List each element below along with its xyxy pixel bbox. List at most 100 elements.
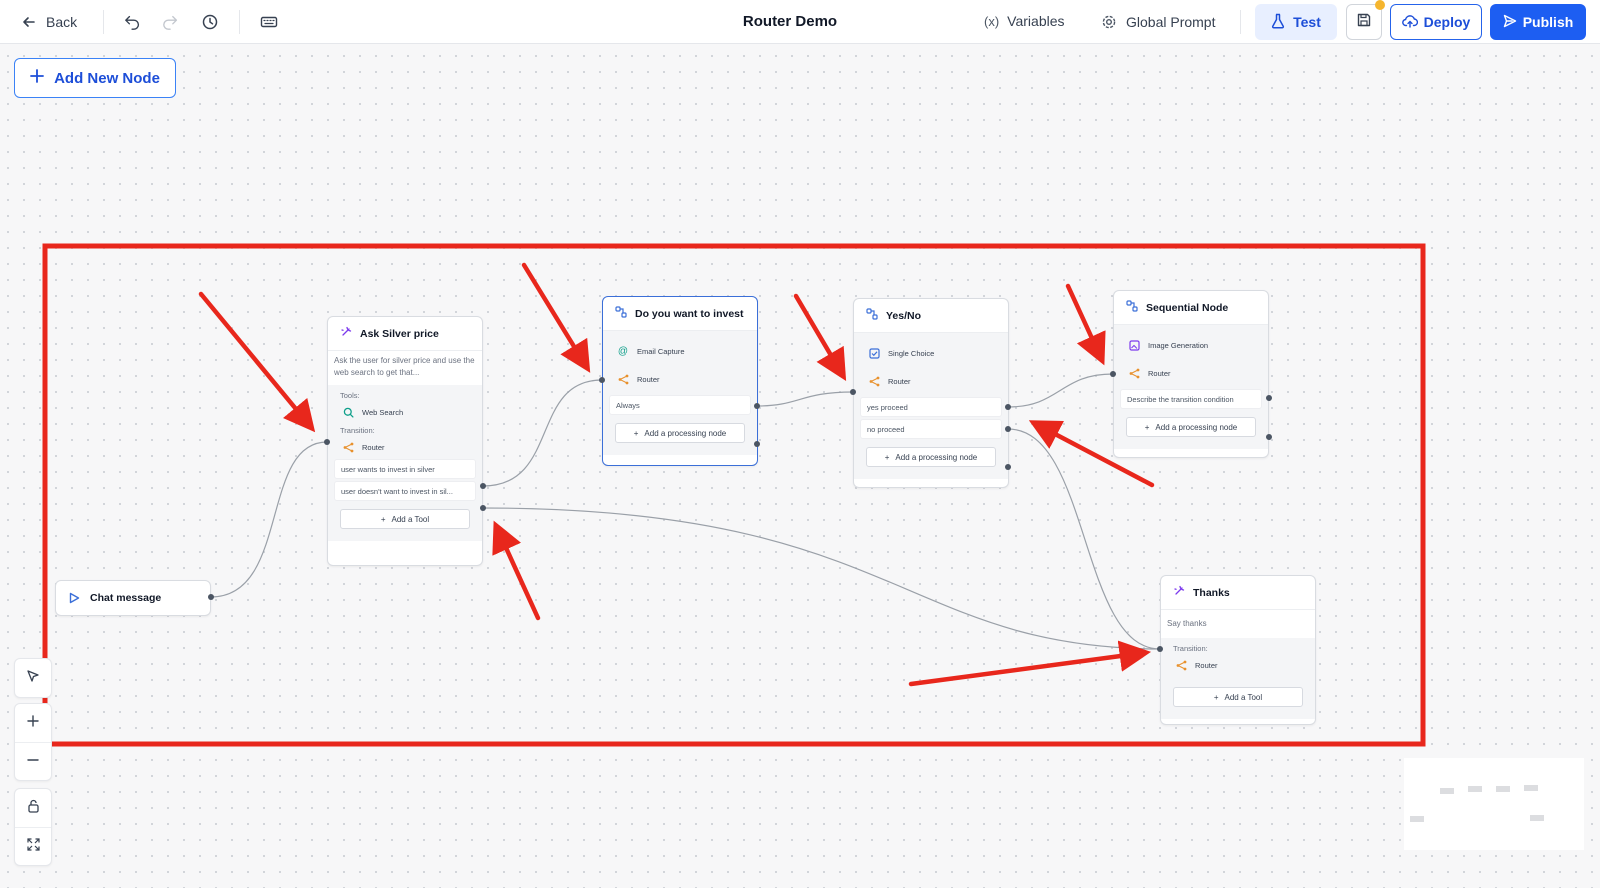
node-title: Thanks	[1193, 586, 1230, 599]
minimap-node	[1530, 815, 1544, 821]
annotation-highlight-box	[42, 243, 1426, 747]
handle-dot	[1110, 371, 1116, 377]
workflow-icon	[1126, 300, 1138, 315]
expand-icon	[26, 837, 40, 856]
condition-item[interactable]: yes proceed	[860, 397, 1002, 417]
send-icon	[1503, 14, 1517, 31]
pointer-button[interactable]	[15, 659, 51, 697]
router-icon	[1175, 659, 1187, 671]
save-button[interactable]	[1346, 0, 1385, 40]
plus-icon: +	[1144, 422, 1150, 432]
zoom-in-button[interactable]	[15, 704, 51, 742]
node-title: Ask Silver price	[360, 327, 439, 340]
sparkle-icon	[340, 326, 352, 341]
undo-icon[interactable]	[124, 13, 142, 31]
add-new-node-label: Add New Node	[54, 69, 160, 87]
handle-dot	[850, 389, 856, 395]
node-title: Do you want to invest	[635, 307, 744, 320]
lock-icon	[27, 799, 40, 818]
add-tool-label: Add a Tool	[1224, 692, 1263, 702]
divider	[239, 10, 240, 34]
add-processing-node-button[interactable]: + Add a processing node	[1126, 417, 1256, 437]
publish-label: Publish	[1522, 14, 1574, 30]
edge-ask-to-thanks	[482, 507, 1161, 650]
minimap-node	[1524, 785, 1538, 791]
condition-item[interactable]: user doesn't want to invest in sil...	[334, 481, 476, 501]
back-label: Back	[46, 14, 78, 30]
condition-item[interactable]: Describe the transition condition	[1120, 389, 1262, 409]
condition-item[interactable]: user wants to invest in silver	[334, 459, 476, 479]
router-item[interactable]: Router	[860, 367, 1002, 395]
history-icon[interactable]	[201, 13, 219, 31]
fit-view-button[interactable]	[15, 827, 51, 865]
annotation-arrow	[198, 291, 316, 433]
global-prompt-label: Global Prompt	[1126, 14, 1216, 30]
router-item[interactable]: Router	[1167, 655, 1309, 675]
transition-label: Transition:	[1173, 644, 1208, 653]
minimap-node	[1440, 788, 1454, 794]
add-tool-button[interactable]: + Add a Tool	[340, 509, 470, 529]
divider	[103, 10, 104, 34]
minimap[interactable]	[1404, 758, 1584, 850]
do-you-want-to-invest-node[interactable]: Do you want to invest @ Email Capture Ro…	[602, 296, 758, 466]
add-processing-node-button[interactable]: + Add a processing node	[615, 423, 745, 443]
tools-label: Tools:	[340, 391, 360, 400]
save-icon	[1356, 12, 1372, 33]
router-item[interactable]: Router	[609, 365, 751, 393]
zoom-out-button[interactable]	[15, 742, 51, 780]
edge-invest-to-yesno	[756, 391, 854, 407]
condition-item[interactable]: Always	[609, 395, 751, 415]
transition-label: Transition:	[340, 426, 375, 435]
handle-dot	[1266, 395, 1272, 401]
processing-item[interactable]: Image Generation	[1120, 331, 1262, 359]
checkbox-icon	[868, 347, 880, 359]
add-tool-button[interactable]: + Add a Tool	[1173, 687, 1303, 707]
handle-dot	[1266, 434, 1272, 440]
variables-label: Variables	[1007, 13, 1065, 29]
deploy-button[interactable]: Deploy	[1390, 4, 1482, 40]
handle-dot	[754, 441, 760, 447]
handle-dot	[1005, 404, 1011, 410]
chat-message-node[interactable]: Chat message	[55, 580, 211, 616]
handle-dot	[599, 377, 605, 383]
add-processing-node-button[interactable]: + Add a processing node	[866, 447, 996, 467]
processing-item[interactable]: @ Email Capture	[609, 337, 751, 365]
processing-item[interactable]: Single Choice	[860, 339, 1002, 367]
variables-button[interactable]: (x) Variables	[984, 13, 1065, 29]
redo-icon[interactable]	[162, 13, 180, 31]
node-title: Chat message	[90, 592, 162, 604]
thanks-node[interactable]: Thanks Say thanks Transition: Router + A…	[1160, 575, 1316, 725]
annotation-arrow	[793, 293, 847, 381]
minimap-node	[1468, 786, 1482, 792]
condition-item[interactable]: no proceed	[860, 419, 1002, 439]
workflow-icon	[866, 308, 878, 323]
tool-item[interactable]: Web Search	[334, 402, 476, 422]
handle-dot	[480, 505, 486, 511]
keyboard-icon[interactable]	[260, 13, 278, 31]
global-prompt-button[interactable]: Global Prompt	[1100, 13, 1215, 31]
test-button[interactable]: Test	[1255, 4, 1337, 40]
cursor-icon	[26, 669, 40, 688]
at-sign-icon: @	[617, 345, 629, 357]
select-tool-group	[14, 658, 52, 698]
add-processing-node-label: Add a processing node	[644, 428, 727, 438]
tool-label: Web Search	[362, 407, 404, 417]
router-item[interactable]: Router	[1120, 359, 1262, 387]
back-button[interactable]: Back	[20, 13, 77, 31]
minus-icon	[27, 753, 39, 771]
publish-button[interactable]: Publish	[1490, 4, 1586, 40]
arrow-left-icon	[20, 13, 38, 31]
ask-silver-price-node[interactable]: Ask Silver price Ask the user for silver…	[327, 316, 483, 566]
plus-icon	[30, 69, 44, 87]
router-icon	[342, 441, 354, 453]
edge-chat-to-ask	[210, 441, 328, 598]
router-icon	[1128, 367, 1140, 379]
lock-button[interactable]	[15, 789, 51, 827]
variables-icon: (x)	[984, 13, 1000, 29]
plus-icon: +	[1213, 692, 1219, 702]
router-label: Router	[1195, 660, 1218, 670]
router-item[interactable]: Router	[334, 437, 476, 457]
yes-no-node[interactable]: Yes/No Single Choice Router yes proceed …	[853, 298, 1009, 488]
add-new-node-button[interactable]: Add New Node	[14, 58, 176, 98]
